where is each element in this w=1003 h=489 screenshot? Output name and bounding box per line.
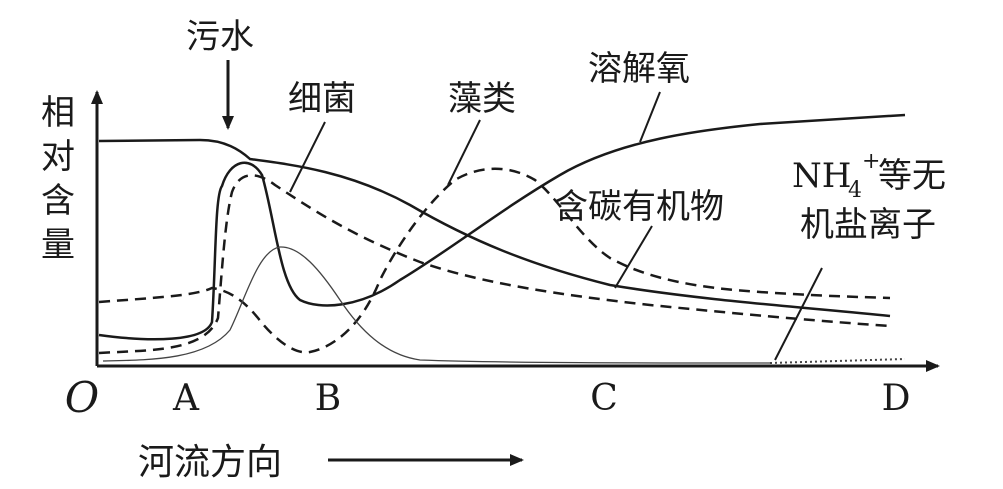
oxygen-leader (639, 91, 661, 143)
nh4-label: NH 4 + 等无 机盐离子 (792, 149, 946, 245)
algae-leader (447, 119, 481, 186)
sewage-label: 污水 (186, 17, 254, 57)
nh4-leader (774, 267, 823, 361)
nh4-label-main: NH (792, 156, 851, 196)
origin-label: O (65, 373, 99, 422)
organic-carbon-label: 含碳有机物 (554, 187, 724, 227)
nh4-label-rest: 等无 (878, 156, 946, 196)
nh4-ions-curve (98, 167, 891, 354)
nh4-label-line2: 机盐离子 (800, 205, 936, 245)
nh4-label-sup: + (862, 149, 880, 174)
algae-curve-tail (769, 358, 906, 364)
bacteria-leader (289, 121, 326, 193)
tick-D: D (882, 378, 911, 419)
ylabel-char-1: 相 (41, 93, 75, 133)
organic-carbon-curve (98, 138, 891, 318)
nh4-label-sub: 4 (848, 178, 862, 203)
tick-B: B (315, 378, 341, 419)
algae-curve (102, 246, 771, 364)
organic-carbon-leader (614, 225, 653, 289)
ylabel-char-2: 对 (41, 137, 75, 177)
algae-label: 藻类 (448, 79, 516, 119)
oxygen-label: 溶解氧 (588, 49, 690, 89)
river-direction-label: 河流方向 (138, 442, 282, 483)
tick-C: C (590, 378, 618, 419)
ylabel-char-4: 量 (41, 225, 75, 265)
ylabel-char-3: 含 (41, 181, 75, 221)
y-axis-label: 相 对 含 量 (41, 93, 75, 265)
bacteria-curve (98, 174, 891, 355)
dissolved-oxygen-curve (98, 113, 906, 341)
bacteria-label: 细菌 (288, 79, 356, 119)
tick-A: A (172, 378, 200, 419)
